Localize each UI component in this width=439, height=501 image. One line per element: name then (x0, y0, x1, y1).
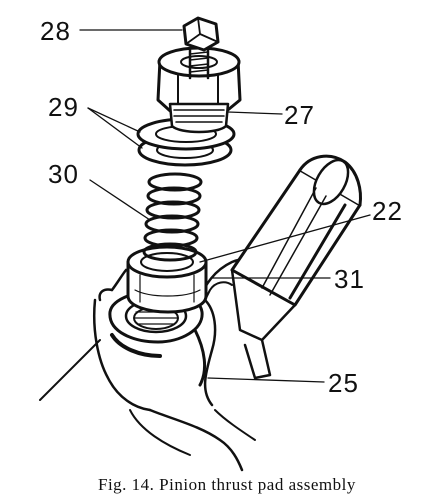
label-31: 31 (334, 264, 365, 294)
label-29: 29 (48, 92, 79, 122)
label-30: 30 (48, 159, 79, 189)
spring (142, 172, 203, 262)
label-25: 25 (328, 368, 359, 398)
figure-caption: Fig. 14. Pinion thrust pad assembly (98, 475, 356, 494)
pinion-shaft (230, 154, 362, 380)
label-28: 28 (40, 16, 71, 46)
label-22: 22 (372, 196, 403, 226)
label-27: 27 (284, 100, 315, 130)
leader-lines (79, 29, 371, 383)
adjuster-bolt (182, 16, 220, 80)
locknut (156, 46, 242, 134)
thrust-pad (126, 245, 208, 314)
